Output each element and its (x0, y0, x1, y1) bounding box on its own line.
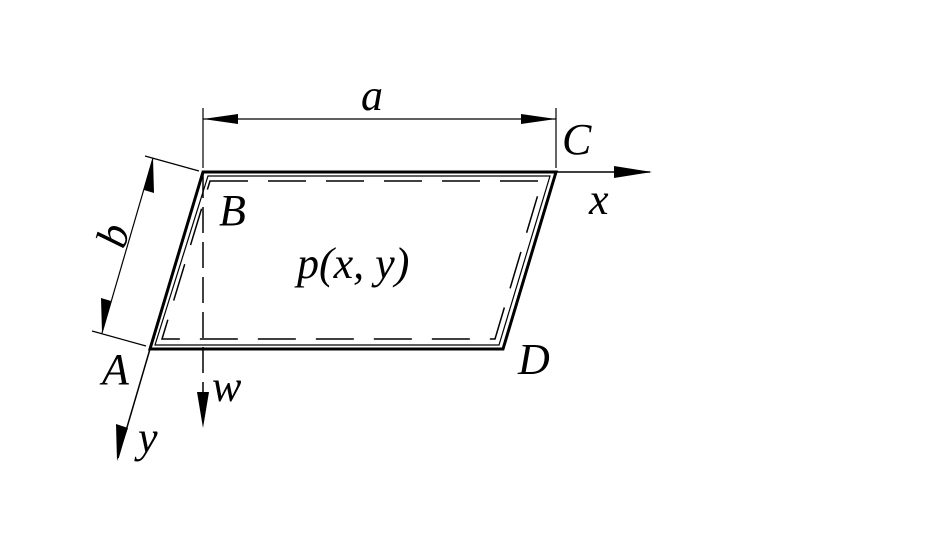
dim-b-arrow-top (144, 158, 154, 193)
x-axis-arrowhead (614, 166, 652, 178)
label-point-a: A (99, 345, 130, 394)
label-point-d: D (517, 335, 550, 384)
x-axis (556, 166, 652, 178)
label-axis-y: y (134, 413, 158, 462)
y-axis (116, 348, 151, 461)
w-axis (197, 172, 209, 428)
dim-a-arrow-right (521, 114, 556, 124)
label-axis-w: w (212, 362, 242, 411)
label-dimension-b: b (87, 218, 140, 253)
y-axis-arrowhead (116, 424, 128, 461)
w-axis-arrowhead (197, 392, 209, 428)
dim-a-arrow-left (203, 114, 238, 124)
dimension-a (202, 108, 557, 168)
plate-inner-dashed (160, 180, 544, 340)
label-point-c: C (562, 115, 592, 164)
plate-outline (147, 170, 559, 351)
label-dimension-a: a (361, 71, 383, 120)
dimension-b (91, 155, 200, 347)
label-load-p: p(x, y) (294, 239, 409, 288)
label-point-b: B (219, 186, 246, 235)
label-axis-x: x (588, 175, 609, 224)
dim-b-arrow-bottom (101, 298, 111, 333)
